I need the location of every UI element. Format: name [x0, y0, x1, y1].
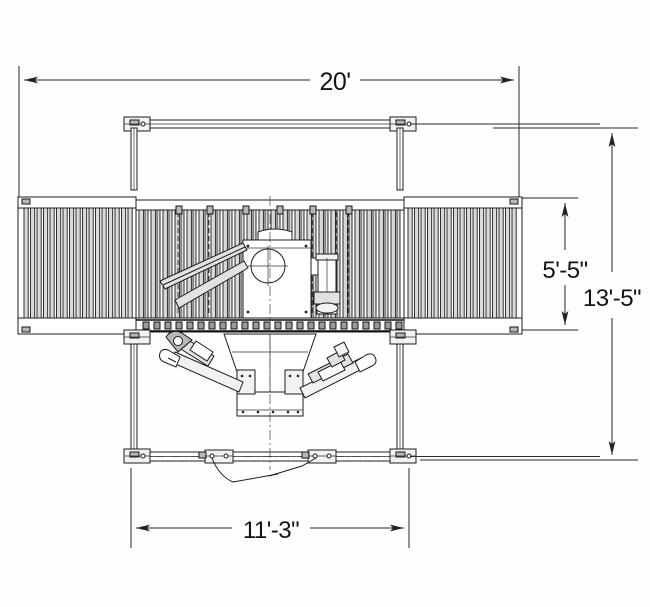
dimension-label-deck-height: 5'-5"	[542, 257, 587, 284]
center-gearbox-housing	[242, 228, 324, 319]
dimension-overall-width: 20'	[18, 66, 520, 205]
right-support-arm	[299, 341, 377, 399]
dimension-label-frame-width: 11'-3"	[243, 517, 299, 544]
drive-motor	[313, 253, 341, 315]
corner-mount-bracket-bottom-right	[389, 448, 417, 464]
left-support-arm	[159, 330, 244, 393]
dimension-label-overall-length: 13'-5"	[583, 285, 641, 312]
main-deck-assembly	[17, 196, 523, 345]
mid-mount-bracket-right	[301, 449, 337, 464]
dimension-frame-width: 11'-3"	[130, 468, 410, 548]
corner-mount-bracket-bottom-left	[123, 448, 151, 464]
mid-mount-bracket-left	[198, 449, 234, 464]
right-conveyor-wing	[403, 196, 523, 335]
diagonal-tow-bar	[159, 242, 249, 309]
corner-mount-bracket-deck-left	[123, 329, 151, 345]
corner-mount-bracket-deck-right	[389, 329, 417, 345]
dimension-overall-length: 13'-5"	[420, 127, 642, 461]
leader-lines	[211, 457, 317, 483]
left-conveyor-wing	[17, 196, 137, 335]
upper-frame-rail	[123, 116, 417, 191]
dimension-label-overall-width: 20'	[319, 68, 350, 96]
